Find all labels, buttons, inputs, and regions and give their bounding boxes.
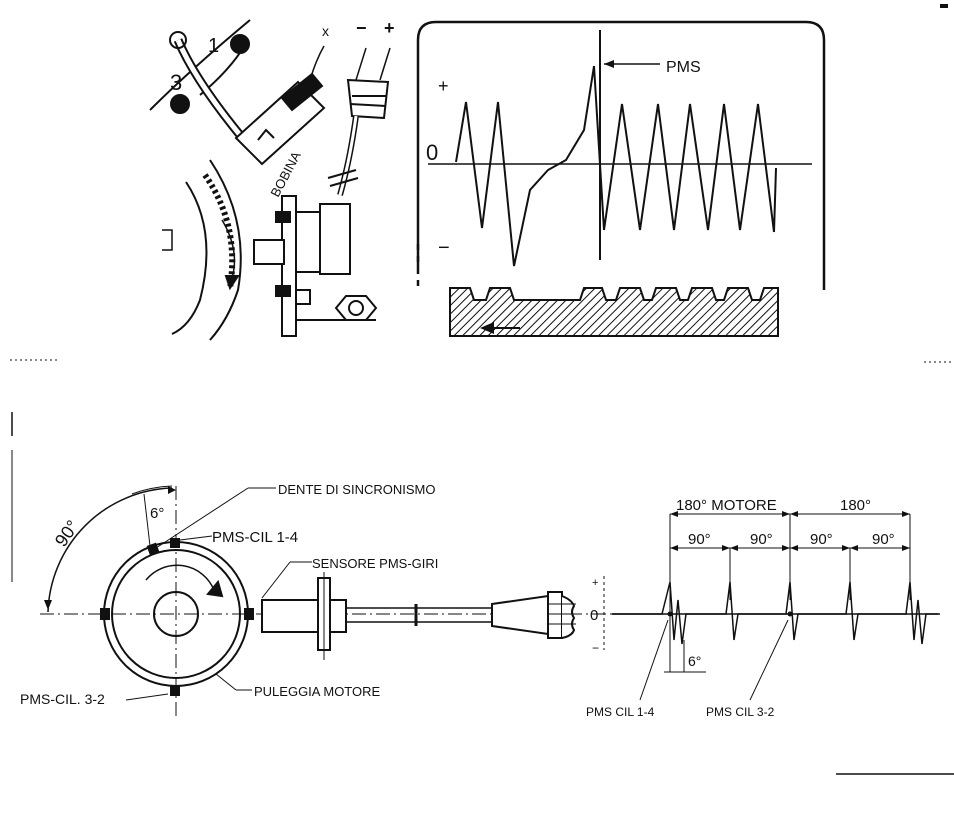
dimension-arrows — [670, 511, 910, 551]
pms-cil-14-label: PMS-CIL 1-4 — [212, 529, 298, 546]
top-mechanical-sketch — [149, 19, 391, 341]
wave-minus-label: − — [592, 641, 599, 655]
angle-90-label: 90° — [51, 517, 83, 551]
tdc-mark-32-icon — [170, 686, 180, 696]
stud-1-icon — [230, 34, 250, 54]
label-90-c: 90° — [810, 531, 833, 548]
wave-plus-label: + — [592, 577, 598, 589]
stud-3-icon — [170, 94, 190, 114]
cylinder-3-label: 3 — [170, 70, 182, 95]
terminal-plus-label: + — [384, 18, 395, 38]
wave-pms-cil-14-label: PMS CIL 1-4 — [586, 705, 655, 719]
label-180-motore: 180° MOTORE — [676, 497, 777, 514]
sensor-body — [234, 72, 326, 166]
pms-cil-32-label: PMS-CIL. 3-2 — [20, 691, 105, 707]
label-90-b: 90° — [750, 531, 773, 548]
connector-body — [327, 78, 390, 196]
label-90-a: 90° — [688, 531, 711, 548]
graph-zero-label: 0 — [426, 140, 438, 165]
sensor-signal-waveform — [455, 65, 777, 267]
terminal-minus-label: − — [356, 18, 367, 38]
rotation-arrow-icon — [206, 579, 224, 598]
pms-label: PMS — [666, 59, 701, 76]
gear-ring — [209, 159, 242, 341]
pulley-label: PULEGGIA MOTORE — [254, 684, 381, 699]
sync-tooth-icon — [146, 542, 160, 556]
pms-arrow-icon — [604, 60, 614, 68]
direction-arrow-icon — [480, 322, 494, 334]
angle-6-label: 6° — [150, 505, 164, 522]
sensor-terminal-label: x — [322, 23, 329, 39]
wave-angle-6-label: 6° — [688, 653, 701, 669]
signal-graph-frame — [416, 20, 826, 290]
sensor-assembly — [261, 572, 576, 660]
tdc-mark-14-icon — [170, 538, 180, 548]
cylinder-1-label: 1 — [208, 35, 219, 57]
coil-label: BOBINA — [267, 149, 303, 200]
wave-zero-label: 0 — [590, 607, 598, 624]
tdc-waveform-axes — [603, 576, 940, 650]
toothed-wheel-profile — [449, 287, 779, 337]
sensor-label: SENSORE PMS-GIRI — [312, 556, 438, 571]
label-90-d: 90° — [872, 531, 895, 548]
sync-tooth-label: DENTE DI SINCRONISMO — [278, 482, 435, 497]
wave-pms-cil-32-label: PMS CIL 3-2 — [706, 705, 775, 719]
graph-minus-label: − — [438, 237, 450, 259]
graph-plus-label: + — [438, 76, 449, 96]
tdc-pulse-waveform — [612, 581, 938, 645]
label-180: 180° — [840, 497, 871, 514]
